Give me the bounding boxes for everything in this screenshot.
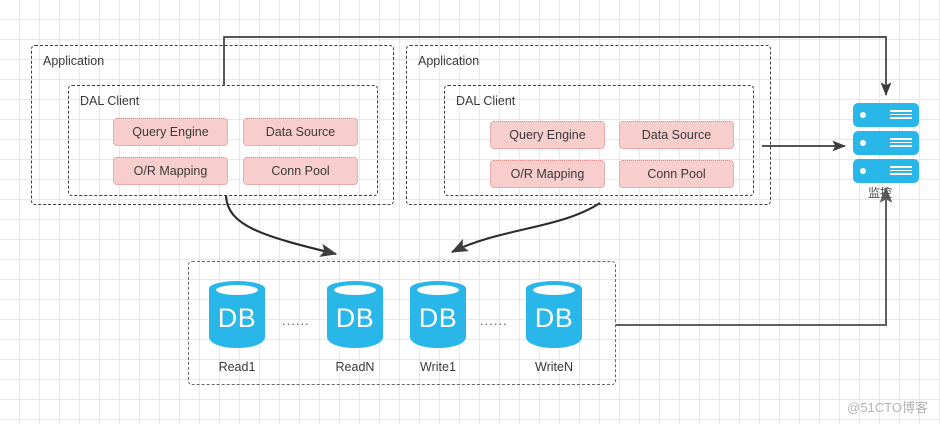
db-icon-label: DB [534, 303, 574, 333]
dal-client-box-1: DAL Client [68, 85, 378, 196]
component-conn-pool-1[interactable]: Conn Pool [243, 157, 358, 185]
server-rack-unit-3 [853, 159, 919, 183]
database-caption-read1: Read1 [218, 360, 256, 374]
database-group-box [188, 261, 616, 385]
ellipsis-read: ...... [282, 313, 310, 328]
database-icon-writen[interactable]: DB [526, 281, 582, 355]
dal-client-1-label: DAL Client [80, 94, 140, 108]
component-query-engine-1[interactable]: Query Engine [113, 118, 228, 146]
server-led-icon [860, 168, 866, 174]
db-icon-label: DB [217, 303, 257, 333]
component-data-source-2[interactable]: Data Source [619, 121, 734, 149]
db-cap-highlight [334, 285, 376, 295]
db-cap-highlight [417, 285, 459, 295]
monitoring-connection-label: 监控 [868, 186, 893, 200]
component-query-engine-2[interactable]: Query Engine [490, 121, 605, 149]
wire-db-to-server [616, 186, 893, 326]
server-vents-icon [890, 138, 912, 149]
server-rack-unit-1 [853, 103, 919, 127]
db-body [209, 288, 265, 348]
dal-client-2-label: DAL Client [456, 94, 516, 108]
application-box-1: Application [31, 45, 394, 205]
watermark: @51CTO博客 [847, 400, 928, 415]
database-icon-write1[interactable]: DB [410, 281, 466, 355]
component-data-source-1[interactable]: Data Source [243, 118, 358, 146]
server-vents-icon [890, 110, 912, 121]
ellipsis-write: ...... [480, 313, 508, 328]
db-icon-label: DB [418, 303, 458, 333]
database-caption-writen: WriteN [535, 360, 573, 374]
application-box-2: Application [406, 45, 771, 205]
component-or-mapping-1[interactable]: O/R Mapping [113, 157, 228, 185]
application-1-label: Application [43, 54, 105, 68]
database-icon-read1[interactable]: DB [209, 281, 265, 355]
component-conn-pool-2[interactable]: Conn Pool [619, 160, 734, 188]
dal-client-box-2: DAL Client [444, 85, 754, 196]
db-body [327, 288, 383, 348]
server-rack-icon[interactable] [853, 103, 919, 183]
db-icon-label: DB [335, 303, 375, 333]
wire-app2-to-db [450, 202, 601, 253]
server-rack-unit-2 [853, 131, 919, 155]
database-icon-readn[interactable]: DB [327, 281, 383, 355]
component-or-mapping-2[interactable]: O/R Mapping [490, 160, 605, 188]
db-body [526, 288, 582, 348]
database-caption-write1: Write1 [420, 360, 456, 374]
server-vents-icon [890, 166, 912, 177]
db-cap-highlight [533, 285, 575, 295]
db-body [410, 288, 466, 348]
db-cap-highlight [216, 285, 258, 295]
database-caption-readn: ReadN [335, 360, 375, 374]
server-led-icon [860, 140, 866, 146]
server-led-icon [860, 112, 866, 118]
application-2-label: Application [418, 54, 480, 68]
